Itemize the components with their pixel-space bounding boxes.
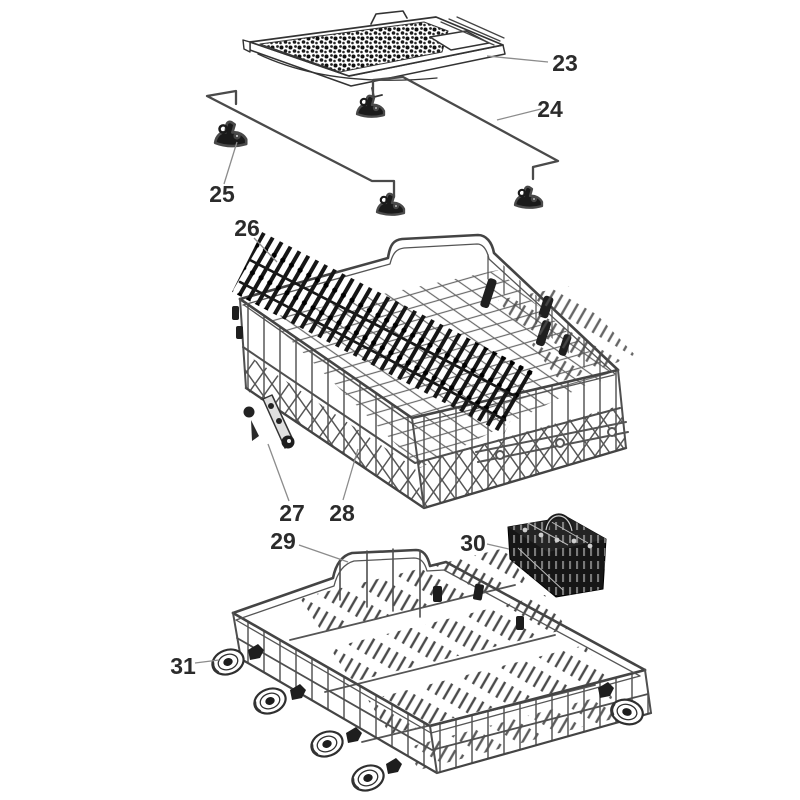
tray-handle-tab (370, 10, 408, 25)
upper-lattice-right (417, 405, 626, 508)
wheel-mount (346, 727, 362, 743)
leader-29 (298, 544, 349, 563)
folding-tine-row (232, 232, 534, 434)
lower-rim-clips (433, 583, 524, 630)
cutlery-slits (508, 517, 606, 597)
tray-left-cap (242, 39, 251, 53)
clip-detail-1 (268, 403, 274, 409)
lower-pins-3 (368, 645, 607, 734)
leader-31 (194, 659, 220, 664)
leader-26 (253, 237, 278, 263)
clip-roller (243, 406, 255, 418)
wheel (249, 682, 291, 720)
callout-25: 25 (209, 181, 235, 207)
lower-pins-1 (300, 548, 527, 632)
callout-31: 31 (170, 653, 196, 679)
tine-band-rail-top (248, 258, 517, 398)
rail-wire-front (205, 89, 396, 199)
upper-corner-posts (239, 298, 627, 509)
rail-clip-right (513, 185, 544, 209)
callout-30: 30 (460, 530, 486, 556)
lower-rack-basket (207, 548, 653, 797)
callout-labels: 23 24 25 26 27 28 29 30 31 (170, 50, 578, 679)
tray-corner-ribs (440, 16, 505, 46)
rail-wire-back (371, 75, 560, 181)
lower-mid-rail (236, 637, 649, 751)
clip-end-ring-center (287, 439, 291, 443)
callout-24: 24 (537, 96, 563, 122)
upper-gray-pins (498, 286, 636, 382)
clip-pair (243, 394, 295, 449)
callout-27: 27 (279, 500, 305, 526)
clip-bracket (251, 420, 259, 441)
tine-band-rail-bottom (238, 280, 507, 422)
wheel (306, 725, 348, 763)
upper-glide-track (475, 421, 629, 463)
rail-clip-bottom (375, 192, 406, 216)
leader-24 (496, 108, 542, 121)
leader-23 (486, 55, 549, 63)
leader-27 (267, 443, 290, 502)
wheel-mount (386, 758, 402, 774)
lower-rim-back (231, 548, 647, 672)
leader-25 (223, 141, 238, 185)
upper-lattice-left (243, 352, 424, 508)
upper-mid-rail (242, 346, 621, 464)
mesh-tray (242, 10, 506, 98)
cutlery-dividers (517, 519, 589, 591)
leader-30 (486, 543, 510, 550)
callout-26: 26 (234, 215, 260, 241)
tine-band (232, 232, 534, 434)
cutlery-handle-highlight (545, 515, 573, 532)
callout-28: 28 (329, 500, 355, 526)
leader-28 (342, 448, 359, 501)
lower-arch-posts (339, 548, 421, 618)
callout-23: 23 (552, 50, 578, 76)
support-wire-rail (205, 75, 560, 216)
cutlery-basket (507, 513, 607, 598)
rail-clip-top (355, 94, 386, 118)
callout-29: 29 (270, 528, 296, 554)
upper-rack-basket (232, 232, 636, 510)
leader-lines (194, 55, 549, 664)
tray-underside-line (257, 53, 438, 81)
lower-pins-2 (330, 595, 567, 682)
lower-front-left-wall (233, 613, 437, 773)
wheel (347, 759, 389, 797)
rail-clip-left (213, 120, 248, 148)
cutlery-slot-highlights (522, 527, 593, 549)
upper-rim-back (238, 233, 620, 372)
clip-detail-2 (276, 418, 282, 424)
